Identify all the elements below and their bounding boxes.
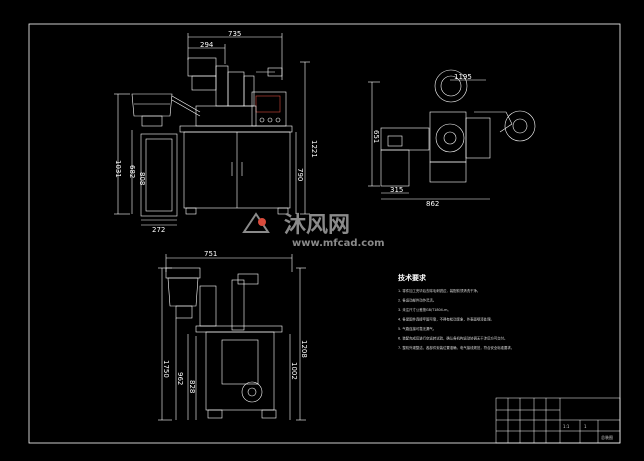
dim-side-top-width: 751 bbox=[204, 250, 217, 258]
note-item: 2. 各运动部件动作灵活。 bbox=[398, 298, 436, 303]
title-block-scale: 1:1 bbox=[563, 424, 570, 429]
mfcad-logo-icon bbox=[242, 212, 270, 233]
dim-front-left-height: 1031 bbox=[114, 160, 122, 178]
dim-front-top-width: 735 bbox=[228, 30, 241, 38]
dim-side-inner: 828 bbox=[188, 380, 196, 393]
dim-top-circle-width: 1195 bbox=[454, 73, 472, 81]
notes-title: 技术要求 bbox=[398, 273, 427, 282]
note-item: 4. 各紧固件连接牢固可靠，不得有松动现象，外表面喷漆处理。 bbox=[398, 317, 494, 322]
note-item: 5. 气路连接可靠无漏气。 bbox=[398, 326, 436, 331]
dim-top-side-height: 651 bbox=[372, 130, 380, 143]
front-view bbox=[114, 33, 310, 226]
dim-front-foot-width: 272 bbox=[152, 226, 165, 234]
side-view bbox=[158, 254, 306, 421]
dim-side-left-a: 1750 bbox=[162, 360, 170, 378]
dim-side-left-b: 962 bbox=[176, 372, 184, 385]
note-item: 3. 未注尺寸公差按GB/T1804-m。 bbox=[398, 307, 451, 312]
notes-list: 1. 零件加工完毕后去除毛刺锐边，装配前须清洗干净。 2. 各运动部件动作灵活。 3… bbox=[398, 288, 514, 350]
dim-front-right-height: 1221 bbox=[310, 140, 318, 158]
watermark: 沐风网 www.mfcad.com bbox=[242, 212, 385, 249]
title-block-sheet: 1 bbox=[584, 424, 587, 429]
dim-side-right-a: 1002 bbox=[290, 362, 298, 380]
note-item: 1. 零件加工完毕后去除毛刺锐边，装配前须清洗干净。 bbox=[398, 288, 480, 293]
watermark-url: www.mfcad.com bbox=[292, 238, 385, 249]
title-block-drawing-title: 总装图 bbox=[601, 434, 613, 440]
drawing-border bbox=[28, 23, 621, 444]
dim-side-right-b: 1208 bbox=[300, 340, 308, 358]
watermark-brand: 沐风网 bbox=[284, 213, 350, 238]
top-view bbox=[368, 69, 536, 200]
dim-front-inner-a: 682 bbox=[128, 165, 136, 178]
dim-front-inner-b: 808 bbox=[138, 172, 146, 185]
dim-front-upper-width: 294 bbox=[200, 41, 214, 49]
dim-front-right-lower: 790 bbox=[296, 168, 304, 181]
dim-top-overall-width: 862 bbox=[426, 200, 439, 208]
title-block bbox=[495, 397, 621, 444]
dim-top-body-width: 315 bbox=[390, 186, 403, 194]
note-item: 6. 装配完成后进行空运转试验，确认各机构运动协调无干涉后方可交付。 bbox=[398, 336, 507, 341]
note-item: 7. 整机外观整洁，各部件安装位置准确，电气接线规范，符合安全标准要求。 bbox=[398, 345, 514, 350]
